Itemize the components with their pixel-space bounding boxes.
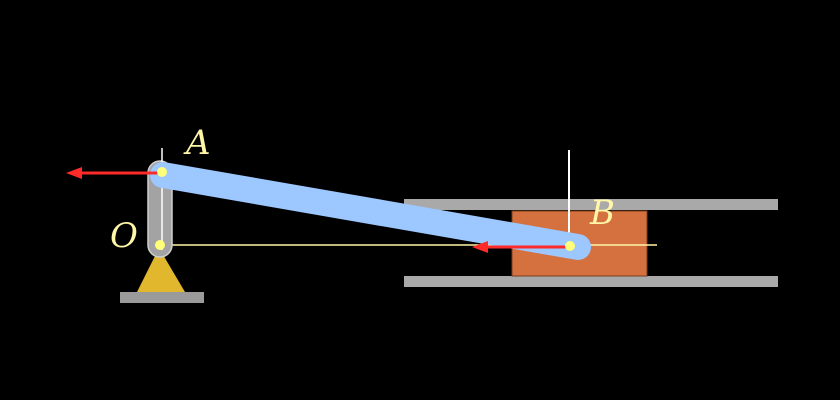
label-b: B: [589, 193, 615, 233]
lower-guide-rail: [404, 276, 778, 287]
pivot-support: [137, 248, 185, 292]
label-a: A: [183, 123, 211, 163]
connecting-rod-ab: [150, 162, 591, 260]
joint-o: [155, 240, 165, 250]
joint-b: [565, 241, 575, 251]
label-o: O: [110, 216, 138, 256]
joint-a: [157, 167, 167, 177]
velocity-arrow-b: [472, 241, 568, 253]
upper-guide-rail: [404, 199, 778, 210]
velocity-arrow-a: [66, 167, 160, 179]
base-plate: [120, 292, 204, 303]
